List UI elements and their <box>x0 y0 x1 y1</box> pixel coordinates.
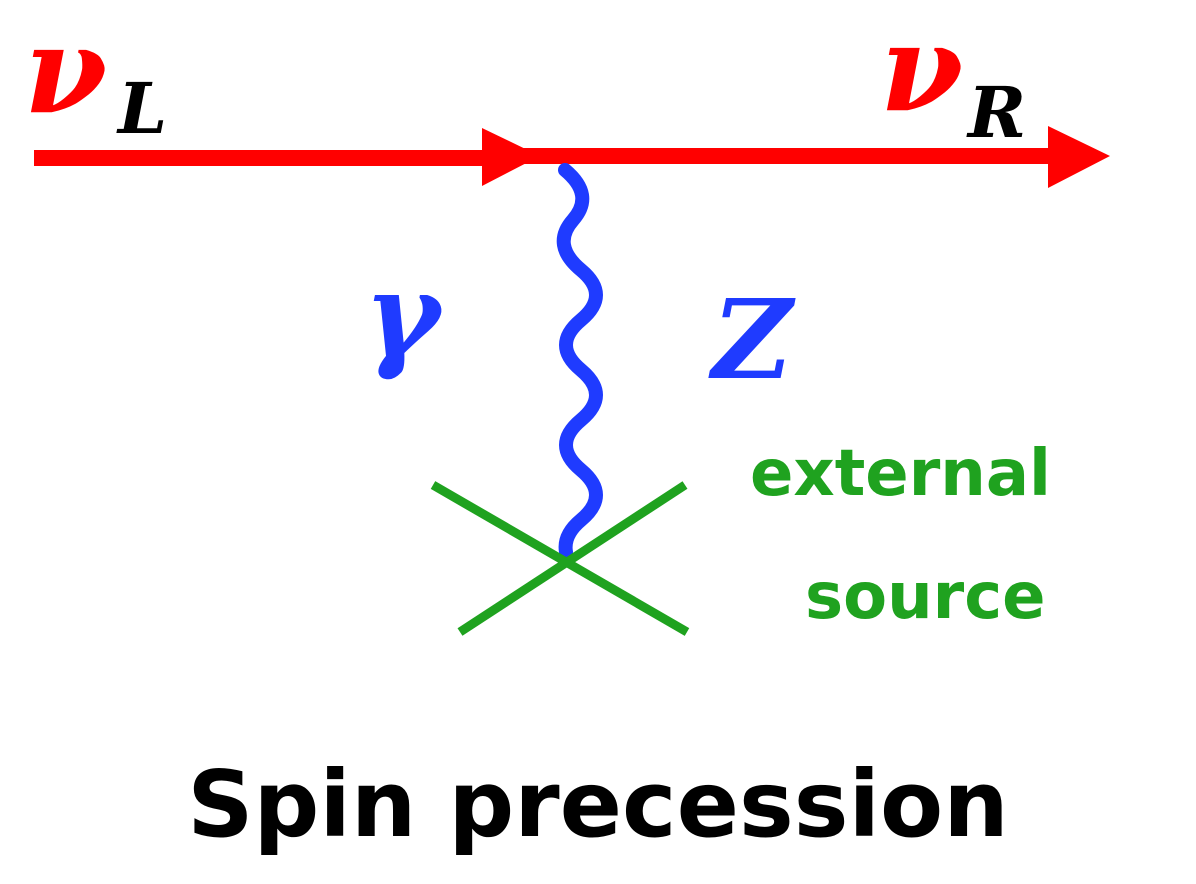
photon-label: γ <box>364 248 445 383</box>
neutrino-line <box>34 126 1110 188</box>
neutrino-arrow-mid <box>482 128 540 186</box>
source-cross-stroke-2 <box>457 481 688 636</box>
source-label-line2: source <box>805 560 1046 634</box>
nu-right-symbol: ν <box>880 0 963 139</box>
z-boson-label: Z <box>708 275 796 404</box>
source-label-line1: external <box>750 437 1051 511</box>
nu-left-symbol: ν <box>24 0 107 141</box>
external-source-cross <box>430 481 690 636</box>
nu-left-subscript: L <box>116 67 167 150</box>
source-cross-stroke-1 <box>430 481 690 636</box>
neutrino-arrow-end <box>1048 126 1110 188</box>
boson-propagator <box>556 163 603 559</box>
caption: Spin precession <box>187 751 1009 858</box>
nu-right-subscript: R <box>966 71 1026 154</box>
